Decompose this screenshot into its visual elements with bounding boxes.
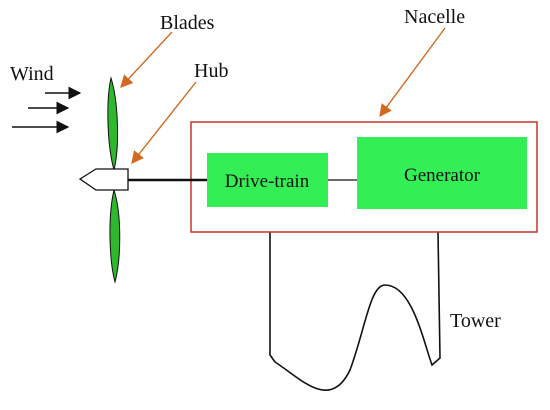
nacelle-label: Nacelle — [404, 6, 465, 28]
blades-label: Blades — [160, 12, 215, 34]
drive-train-label: Drive-train — [225, 171, 310, 192]
blades-pointer-arrow — [120, 31, 173, 88]
hub-icon — [78, 168, 129, 191]
hub-label: Hub — [194, 60, 228, 82]
tower-outline — [269, 231, 441, 391]
upper-blade — [107, 76, 119, 172]
drive-train-box — [207, 153, 328, 207]
wind-label: Wind — [10, 63, 54, 85]
generator-label: Generator — [404, 165, 481, 186]
generator-box — [357, 137, 527, 209]
nacelle-pointer-arrow — [379, 27, 446, 118]
tower-label: Tower — [450, 310, 501, 332]
lower-blade — [109, 188, 121, 284]
hub-pointer-arrow — [131, 81, 197, 164]
